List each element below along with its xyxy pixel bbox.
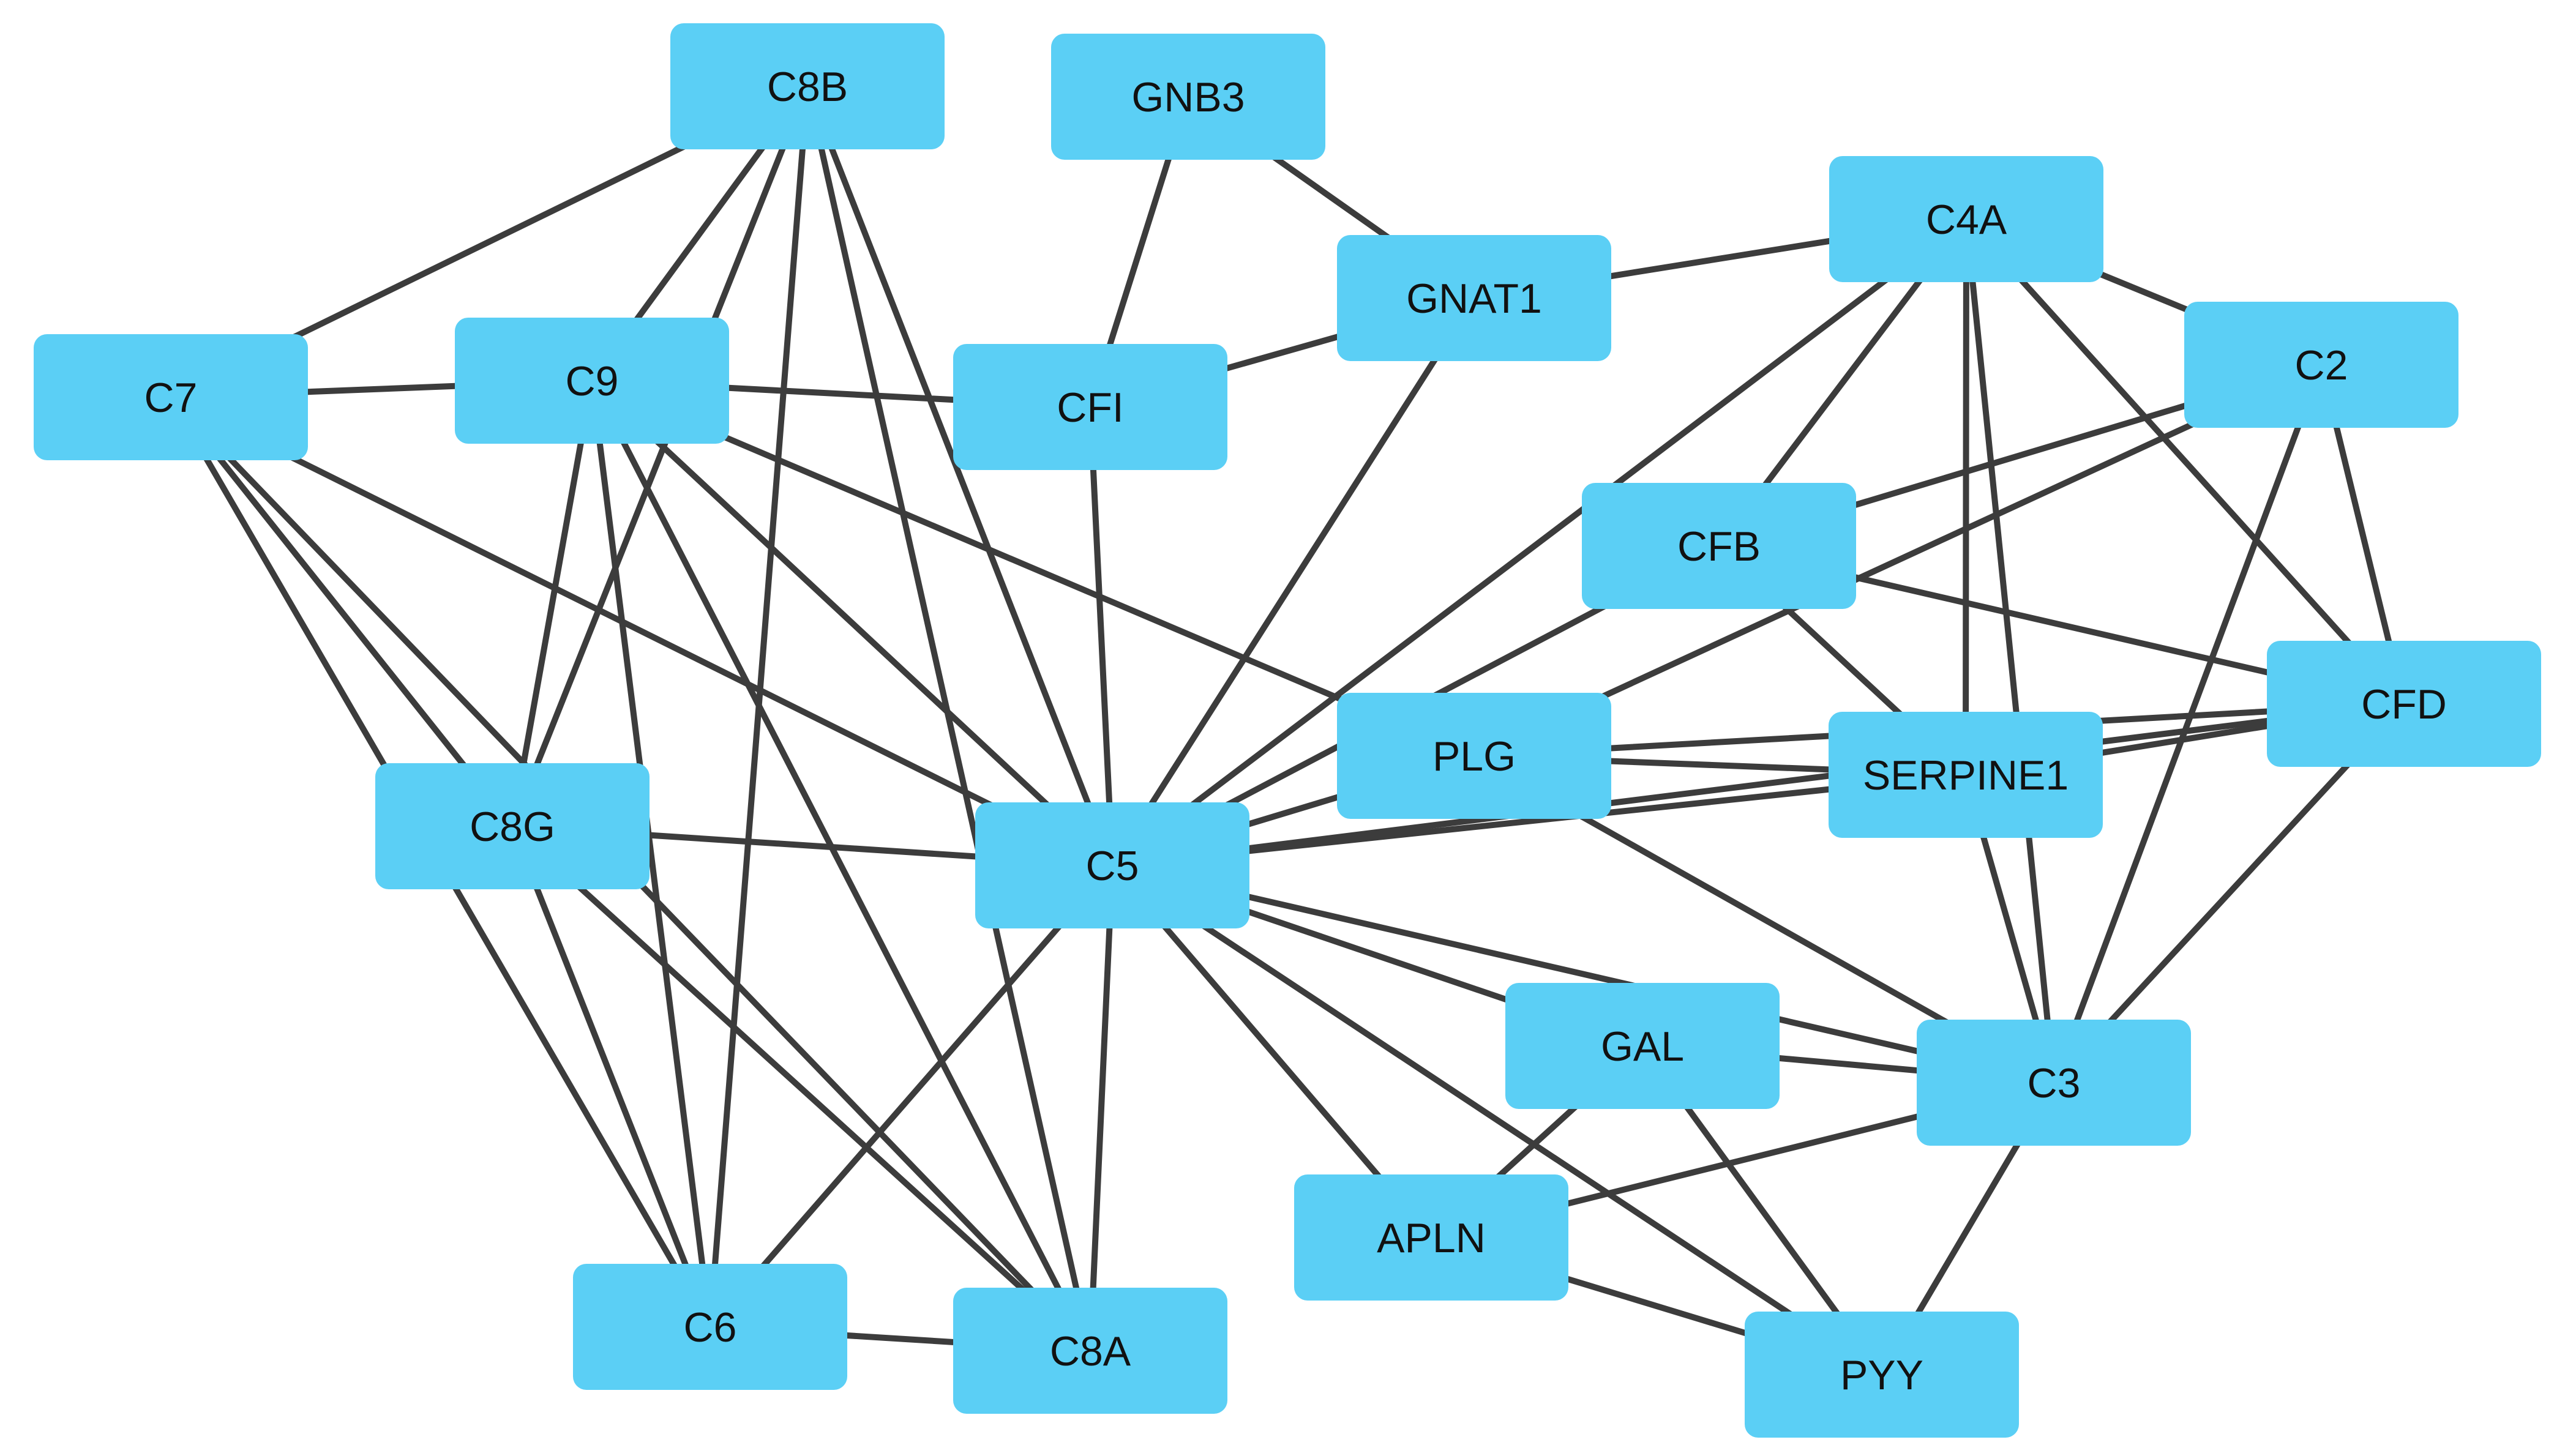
node-box[interactable] [953, 344, 1227, 470]
edge-c5-pyy [1109, 862, 1885, 1378]
node-label: CFD [2361, 681, 2447, 728]
node-box[interactable] [573, 1264, 847, 1390]
edge-c7-c5 [168, 394, 1115, 868]
node-gnb3[interactable]: GNB3 [1051, 34, 1325, 160]
edge-c8g-c6 [509, 823, 713, 1330]
node-label: C6 [684, 1304, 737, 1351]
node-c6[interactable]: C6 [573, 1264, 847, 1390]
node-label: PYY [1840, 1352, 1923, 1398]
edge-c9-c5 [589, 378, 1115, 868]
node-c7[interactable]: C7 [34, 334, 308, 460]
node-c8g[interactable]: C8G [375, 763, 650, 889]
edge-cfi-c5 [1087, 404, 1115, 868]
node-label: C3 [2028, 1060, 2081, 1107]
node-c8b[interactable]: C8B [670, 23, 945, 149]
node-box[interactable] [455, 318, 729, 444]
node-box[interactable] [975, 802, 1249, 928]
node-box[interactable] [34, 334, 308, 460]
edge-c9-plg [589, 378, 1477, 759]
edge-c4a-cfd [1963, 216, 2407, 707]
node-label: GAL [1601, 1023, 1684, 1070]
edge-c5-c8a [1087, 862, 1115, 1354]
node-c5[interactable]: C5 [975, 802, 1249, 928]
edge-c9-c8g [509, 378, 595, 829]
edge-c2-c3 [2051, 362, 2324, 1086]
edge-c9-c6 [589, 378, 713, 1330]
node-gal[interactable]: GAL [1505, 983, 1780, 1109]
node-gnat1[interactable]: GNAT1 [1337, 235, 1611, 361]
node-box[interactable] [1337, 693, 1611, 819]
edge-c9-c8a [589, 378, 1093, 1354]
node-c8a[interactable]: C8A [953, 1288, 1227, 1414]
edge-c4a-c3 [1963, 216, 2057, 1086]
node-label: SERPINE1 [1863, 752, 2069, 799]
node-cfb[interactable]: CFB [1582, 483, 1856, 609]
edge-cfd-c3 [2051, 701, 2407, 1086]
node-label: GNB3 [1131, 74, 1245, 121]
node-c3[interactable]: C3 [1917, 1020, 2191, 1146]
edge-serpine1-c5 [1109, 772, 1969, 868]
node-label: C2 [2295, 342, 2348, 389]
edge-c8b-c8g [509, 83, 811, 829]
node-label: CFB [1677, 523, 1761, 570]
node-box[interactable] [953, 1288, 1227, 1414]
node-cfd[interactable]: CFD [2267, 641, 2541, 767]
node-label: C4A [1926, 196, 2007, 243]
edge-c5-c6 [707, 862, 1115, 1330]
node-pyy[interactable]: PYY [1745, 1312, 2019, 1438]
edge-c8g-c8a [509, 823, 1093, 1354]
node-box[interactable] [1051, 34, 1325, 160]
node-c9[interactable]: C9 [455, 318, 729, 444]
node-label: APLN [1377, 1215, 1486, 1261]
node-box[interactable] [1337, 235, 1611, 361]
node-box[interactable] [375, 763, 650, 889]
edge-cfd-c5 [1109, 701, 2407, 868]
node-label: C7 [144, 375, 198, 421]
node-label: CFI [1057, 384, 1124, 431]
node-plg[interactable]: PLG [1337, 693, 1611, 819]
edge-c4a-c5 [1109, 216, 1969, 868]
node-box[interactable] [670, 23, 945, 149]
node-serpine1[interactable]: SERPINE1 [1829, 712, 2103, 838]
node-c2[interactable]: C2 [2184, 302, 2458, 428]
node-c4a[interactable]: C4A [1829, 156, 2103, 282]
node-label: C8G [470, 804, 555, 850]
node-label: C8B [767, 64, 848, 110]
node-box[interactable] [1829, 712, 2103, 838]
edge-c8b-c8a [804, 83, 1093, 1354]
node-box[interactable] [1505, 983, 1780, 1109]
edge-c2-plg [1471, 362, 2324, 759]
node-label: C5 [1086, 843, 1139, 889]
node-label: C8A [1050, 1328, 1131, 1375]
node-box[interactable] [2184, 302, 2458, 428]
node-label: GNAT1 [1406, 275, 1542, 322]
node-label: C9 [566, 358, 619, 405]
node-cfi[interactable]: CFI [953, 344, 1227, 470]
edge-gnat1-c5 [1109, 295, 1477, 868]
node-box[interactable] [1582, 483, 1856, 609]
node-box[interactable] [1745, 1312, 2019, 1438]
node-apln[interactable]: APLN [1294, 1174, 1568, 1301]
node-box[interactable] [1917, 1020, 2191, 1146]
node-box[interactable] [2267, 641, 2541, 767]
node-box[interactable] [1829, 156, 2103, 282]
edge-c8b-c5 [804, 83, 1115, 868]
edge-c5-c3 [1109, 862, 2057, 1086]
node-label: PLG [1432, 733, 1516, 780]
node-box[interactable] [1294, 1174, 1568, 1301]
edge-c7-c8g [168, 394, 515, 829]
